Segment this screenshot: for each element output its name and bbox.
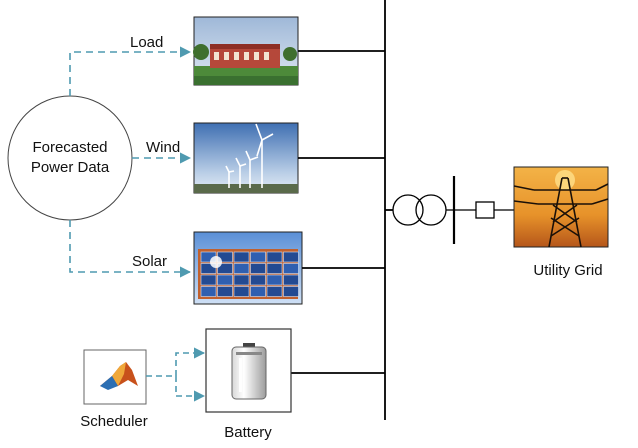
solar-cell bbox=[200, 263, 217, 274]
scheduler-node: Scheduler bbox=[80, 349, 148, 430]
busbar-and-feeders bbox=[291, 0, 393, 420]
arrow-to-battery-bottom bbox=[175, 376, 206, 402]
load-label: Load bbox=[130, 34, 163, 51]
battery-icon bbox=[231, 343, 267, 400]
transformer-symbol bbox=[392, 194, 447, 226]
solar-cell bbox=[217, 286, 233, 297]
solar-cell bbox=[200, 274, 217, 286]
forecast-label-line2: Power Data bbox=[31, 159, 110, 176]
solar-cell bbox=[250, 286, 266, 297]
solar-cell bbox=[233, 274, 250, 286]
solar-cell bbox=[250, 274, 266, 286]
solar-cell bbox=[233, 263, 250, 274]
scheduler-label: Scheduler bbox=[80, 413, 148, 430]
solar-cell bbox=[283, 286, 299, 297]
solar-cell bbox=[266, 274, 283, 286]
solar-cell bbox=[250, 263, 266, 274]
battery-label: Battery bbox=[224, 424, 272, 441]
forecast-arrows bbox=[69, 46, 192, 278]
solar-cell bbox=[266, 263, 283, 274]
wind-turbines-image bbox=[193, 122, 299, 194]
transmission-tower-icon bbox=[513, 166, 609, 248]
solar-cell bbox=[266, 286, 283, 297]
solar-cell bbox=[200, 286, 217, 297]
battery-node: Battery bbox=[205, 328, 292, 441]
arrow-to-battery-top bbox=[175, 347, 206, 376]
scheduler-arrows bbox=[146, 347, 206, 402]
wind-label: Wind bbox=[146, 139, 180, 156]
solar-cell bbox=[217, 274, 233, 286]
matlab-logo-icon bbox=[100, 362, 138, 390]
solar-cell bbox=[283, 263, 299, 274]
solar-panel-image bbox=[193, 231, 303, 305]
solar-cell bbox=[266, 251, 283, 263]
solar-cell bbox=[283, 251, 299, 263]
solar-cell bbox=[233, 286, 250, 297]
solar-cell bbox=[283, 274, 299, 286]
circuit-breaker bbox=[475, 201, 495, 219]
load-building-image bbox=[193, 16, 299, 86]
forecasted-power-data-node: Forecasted Power Data bbox=[7, 95, 133, 221]
arrow-to-solar bbox=[69, 220, 192, 278]
solar-cell bbox=[233, 251, 250, 263]
solar-cell bbox=[250, 251, 266, 263]
forecast-label-line1: Forecasted bbox=[32, 139, 107, 156]
utility-grid-label: Utility Grid bbox=[533, 262, 602, 279]
arrow-to-load bbox=[69, 46, 192, 96]
solar-cell bbox=[217, 263, 233, 274]
solar-label: Solar bbox=[132, 253, 167, 270]
